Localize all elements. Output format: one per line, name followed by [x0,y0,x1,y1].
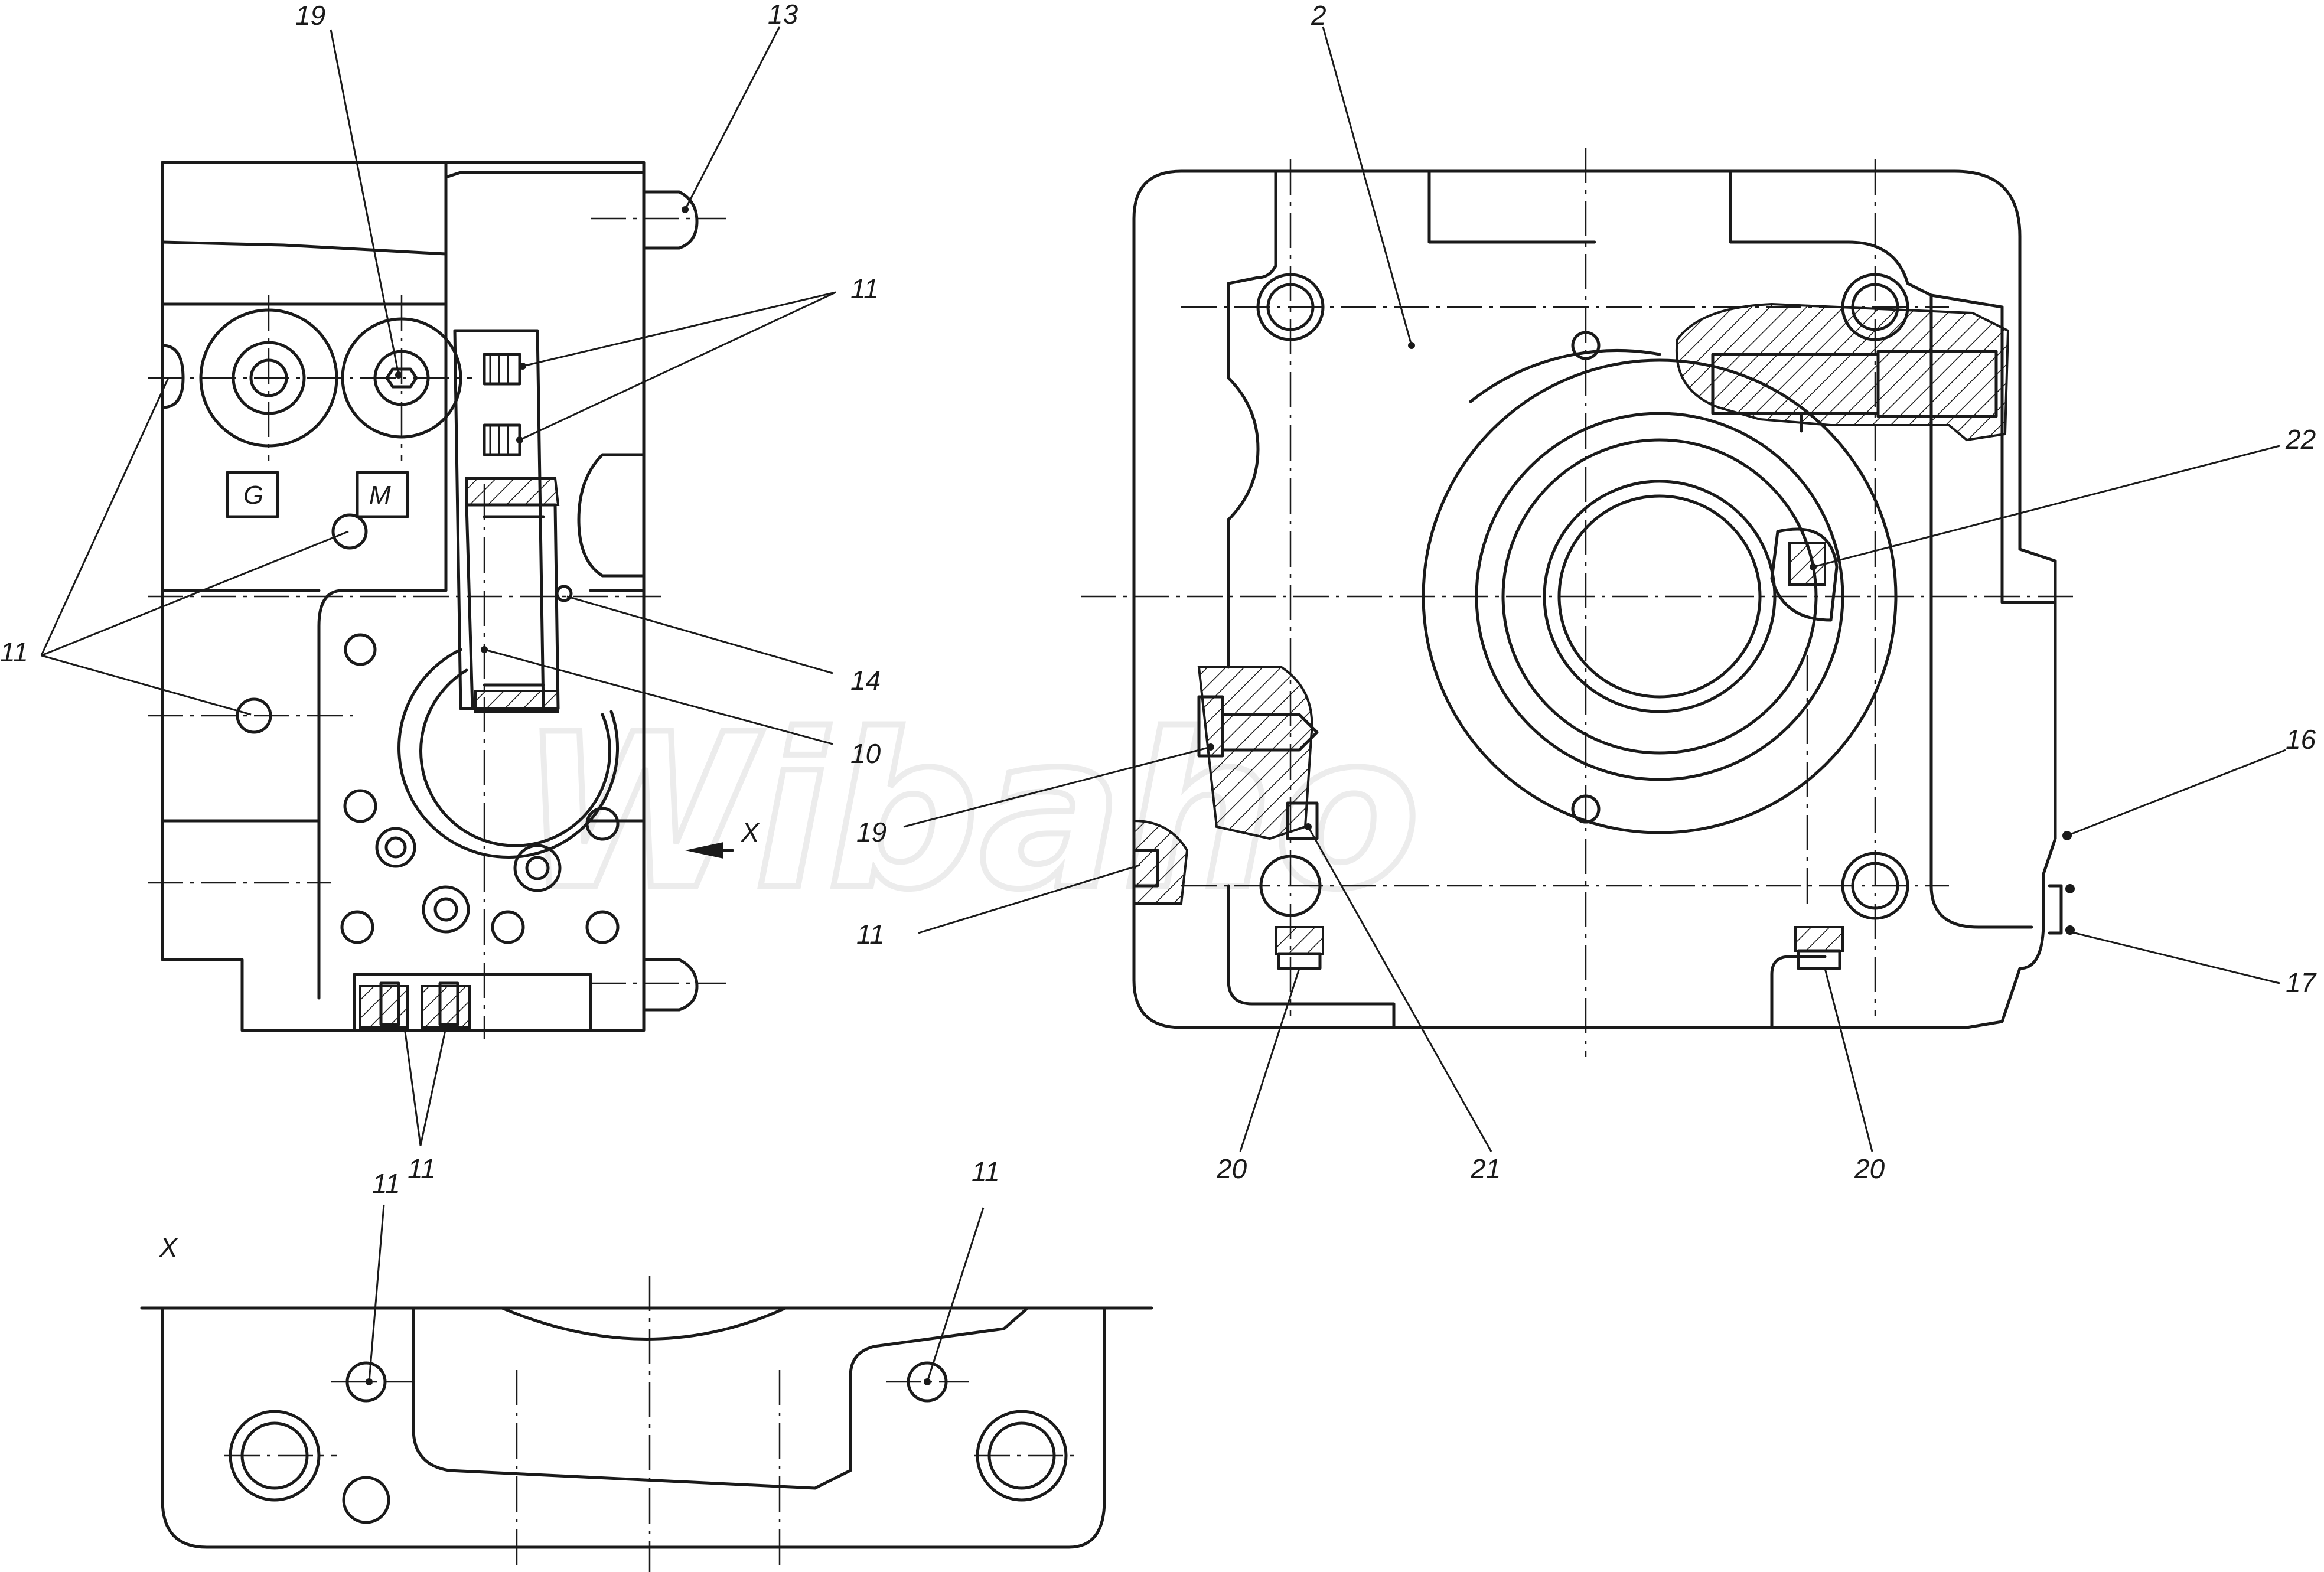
callout-14: 14 [850,665,881,696]
callout-17: 17 [2286,967,2317,998]
callout-11-upper-right: 11 [850,273,879,304]
leader-lines [40,26,2286,1385]
callout-2: 2 [1311,0,1326,31]
callout-11-view-x-left: 11 [372,1168,400,1199]
port-label-m: M [369,481,391,510]
callout-20-left: 20 [1216,1153,1247,1184]
callout-16: 16 [2286,724,2316,755]
callout-10: 10 [850,738,881,769]
left-side-view: G M X [148,161,761,1039]
view-x-label: X [159,1232,179,1263]
callout-22: 22 [2285,424,2316,455]
callout-19-front: 19 [856,817,886,847]
callout-11-front: 11 [856,919,885,950]
front-view [1081,148,2079,1057]
view-x: X [140,1232,1153,1572]
callout-11-view-x-right: 11 [972,1156,1000,1187]
view-arrow-label: X [741,817,761,847]
callout-11-bottom: 11 [408,1153,436,1184]
callout-20-right: 20 [1854,1153,1885,1184]
port-label-g: G [243,481,263,510]
callout-19-top: 19 [295,0,325,31]
callouts: 19 13 2 11 11 22 14 10 19 11 16 17 11 20… [0,0,2317,1199]
callout-11-left: 11 [0,637,28,667]
callout-21: 21 [1470,1153,1501,1184]
callout-13: 13 [768,0,798,30]
